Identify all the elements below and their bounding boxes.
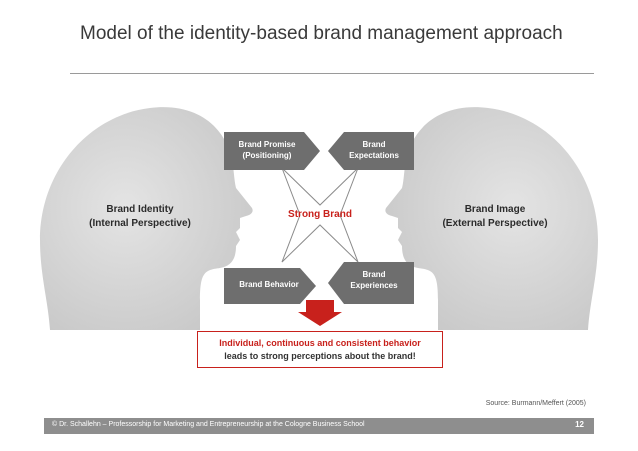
brand-behavior-text: Brand Behavior bbox=[239, 280, 299, 289]
brand-promise-line2: (Positioning) bbox=[242, 151, 292, 160]
brand-expectations-text: Brand Expectations bbox=[332, 139, 416, 161]
down-arrow-icon bbox=[298, 300, 342, 326]
result-line1: Individual, continuous and consistent be… bbox=[219, 338, 421, 348]
brand-image-subtitle: (External Perspective) bbox=[442, 218, 548, 229]
brand-experiences-box bbox=[328, 262, 414, 304]
page-number: 12 bbox=[575, 420, 584, 429]
page-title: Model of the identity-based brand manage… bbox=[80, 23, 563, 44]
footer-bar: © Dr. Schallehn – Professorship for Mark… bbox=[44, 418, 594, 434]
brand-behavior-box bbox=[224, 268, 316, 304]
brand-experiences-line2: Experiences bbox=[350, 281, 398, 290]
brand-identity-title: Brand Identity bbox=[106, 204, 174, 215]
brand-expectations-line2: Expectations bbox=[349, 151, 399, 160]
brand-experiences-line1: Brand bbox=[362, 270, 386, 279]
brand-promise-box bbox=[224, 132, 320, 170]
brand-promise-line1: Brand Promise bbox=[238, 140, 296, 149]
left-head-silhouette bbox=[40, 107, 253, 330]
brand-identity-subtitle: (Internal Perspective) bbox=[89, 218, 191, 229]
brand-experiences-text: Brand Experiences bbox=[332, 269, 416, 291]
strong-brand-label: Strong Brand bbox=[288, 209, 352, 220]
brand-identity-label: Brand Identity (Internal Perspective) bbox=[70, 203, 210, 231]
brand-image-label: Brand Image (External Perspective) bbox=[420, 203, 570, 231]
result-line2: leads to strong perceptions about the br… bbox=[224, 351, 416, 361]
source-citation: Source: Burmann/Meffert (2005) bbox=[485, 400, 586, 407]
right-head-silhouette bbox=[385, 107, 598, 330]
result-callout: Individual, continuous and consistent be… bbox=[197, 331, 443, 368]
brand-image-title: Brand Image bbox=[464, 204, 526, 215]
brand-promise-text: Brand Promise (Positioning) bbox=[224, 139, 310, 161]
brand-expectations-line1: Brand bbox=[362, 140, 386, 149]
title-divider bbox=[70, 73, 594, 74]
footer-text: © Dr. Schallehn – Professorship for Mark… bbox=[52, 421, 365, 428]
brand-expectations-box bbox=[328, 132, 414, 170]
